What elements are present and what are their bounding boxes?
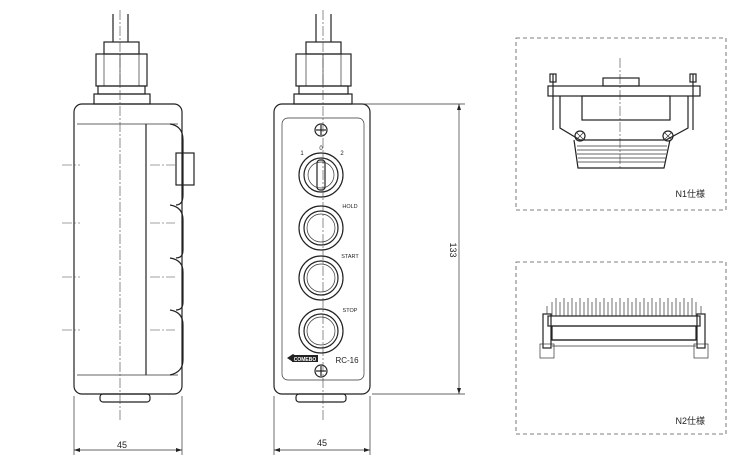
side-view: 45 bbox=[62, 10, 195, 455]
selector-pos-1: 1 bbox=[300, 151, 304, 157]
hold-button: HOLD bbox=[298, 204, 358, 251]
model-label: RC-16 bbox=[335, 356, 359, 365]
top-screw-icon bbox=[314, 123, 328, 137]
stop-button: STOP bbox=[298, 308, 358, 354]
front-view: 1 0 2 HOLD START STOP COMEB bbox=[273, 10, 465, 455]
n1-option-box: N1仕様 bbox=[515, 37, 727, 211]
brand-name: COMEBO bbox=[294, 357, 317, 363]
stop-label: STOP bbox=[343, 308, 358, 314]
hold-label: HOLD bbox=[342, 204, 357, 210]
n1-label: N1仕様 bbox=[675, 188, 705, 199]
n2-option-box: N2仕様 bbox=[515, 261, 727, 435]
bottom-screw-icon bbox=[314, 364, 328, 378]
selector-switch: 1 0 2 bbox=[298, 146, 344, 198]
n2-label: N2仕様 bbox=[675, 415, 705, 426]
start-button: START bbox=[298, 254, 359, 301]
selector-pos-0: 0 bbox=[319, 146, 323, 152]
side-width-dimension: 45 bbox=[117, 440, 127, 450]
start-label: START bbox=[341, 254, 359, 260]
height-dimension: 133 bbox=[448, 242, 458, 257]
brand-logo: COMEBO bbox=[287, 354, 318, 363]
selector-pos-2: 2 bbox=[340, 151, 344, 157]
front-width-dimension: 45 bbox=[317, 438, 327, 448]
